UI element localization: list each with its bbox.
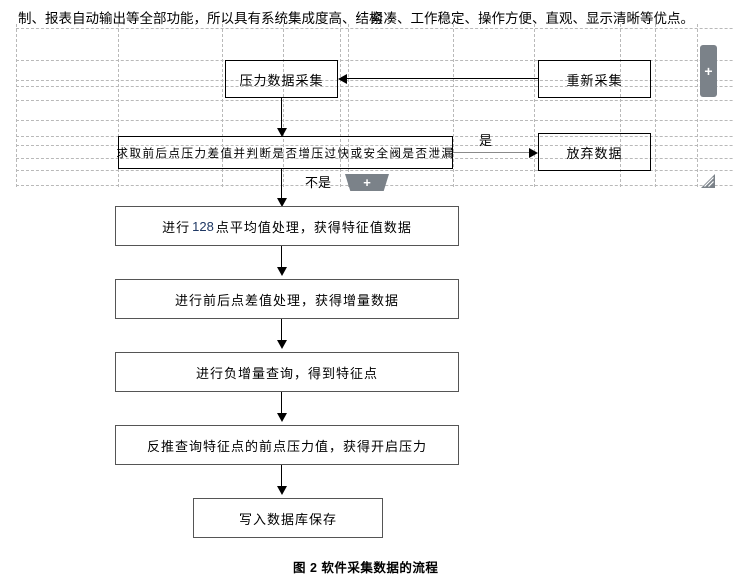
grid-col-line <box>655 24 656 187</box>
node-point-difference[interactable]: 进行前后点差值处理，获得增量数据 <box>115 279 459 319</box>
grid-row-line <box>16 28 734 29</box>
arrowhead-to-acquire <box>338 74 347 84</box>
paragraph-text-right: 紧凑、工作稳定、操作方便、直观、显示清晰等优点。 <box>370 11 694 26</box>
grid-col-line <box>697 24 698 187</box>
grid-col-line <box>16 24 17 187</box>
connector-decision-to-discard <box>453 152 529 153</box>
add-row-widget[interactable]: + <box>345 174 389 191</box>
grid-col-line <box>534 24 535 187</box>
node-decision-pressure-diff[interactable]: 求取前后点压力差值并判断是否增压过快或安全阀是否泄漏 <box>117 136 453 169</box>
grid-row-line <box>16 120 734 121</box>
connector-recollect-to-acquire <box>347 78 538 79</box>
average-prefix: 进行 <box>162 219 191 235</box>
node-backtrack-query[interactable]: 反推查询特征点的前点压力值，获得开启压力 <box>115 425 459 465</box>
edge-label-yes: 是 <box>479 133 493 148</box>
plus-icon: + <box>363 174 371 190</box>
connector-average-to-difference <box>281 246 282 271</box>
node-pressure-acquisition[interactable]: 压力数据采集 <box>225 60 338 98</box>
node-negative-increment-query[interactable]: 进行负增量查询，得到特征点 <box>115 352 459 392</box>
edge-label-no: 不是 <box>305 175 332 190</box>
node-recollect[interactable]: 重新采集 <box>538 60 651 98</box>
arrowhead-to-save <box>277 486 287 495</box>
grid-row-line <box>16 100 734 101</box>
paragraph-text-left: 制、报表自动输出等全部功能，所以具有系统集成度高、结构 <box>18 11 383 26</box>
arrowhead-to-average <box>277 198 287 207</box>
table-resize-handle[interactable] <box>701 174 715 188</box>
plus-icon: + <box>704 63 713 79</box>
connector-negative-to-backtrack <box>281 392 282 417</box>
arrowhead-to-backtrack <box>277 413 287 422</box>
connector-difference-to-negative <box>281 319 282 344</box>
figure-caption: 图 2 软件采集数据的流程 <box>293 561 439 575</box>
arrowhead-to-discard <box>529 148 538 158</box>
node-save-to-database[interactable]: 写入数据库保存 <box>193 498 383 538</box>
average-suffix: 点平均值处理，获得特征值数据 <box>215 219 412 235</box>
resize-corner-icon <box>701 174 715 188</box>
arrowhead-to-decision <box>277 128 287 137</box>
node-average-128-points[interactable]: 进行 128 点平均值处理，获得特征值数据 <box>115 206 459 246</box>
arrowhead-to-difference <box>277 267 287 276</box>
side-add-column-tab[interactable]: + <box>700 45 717 97</box>
grid-col-line <box>453 24 454 187</box>
average-point-count: 128 <box>192 218 214 234</box>
connector-acquire-to-decision <box>281 98 282 134</box>
connector-backtrack-to-save <box>281 465 282 490</box>
arrowhead-to-negative <box>277 340 287 349</box>
connector-decision-to-average <box>281 169 282 203</box>
node-discard-data[interactable]: 放弃数据 <box>538 133 651 171</box>
